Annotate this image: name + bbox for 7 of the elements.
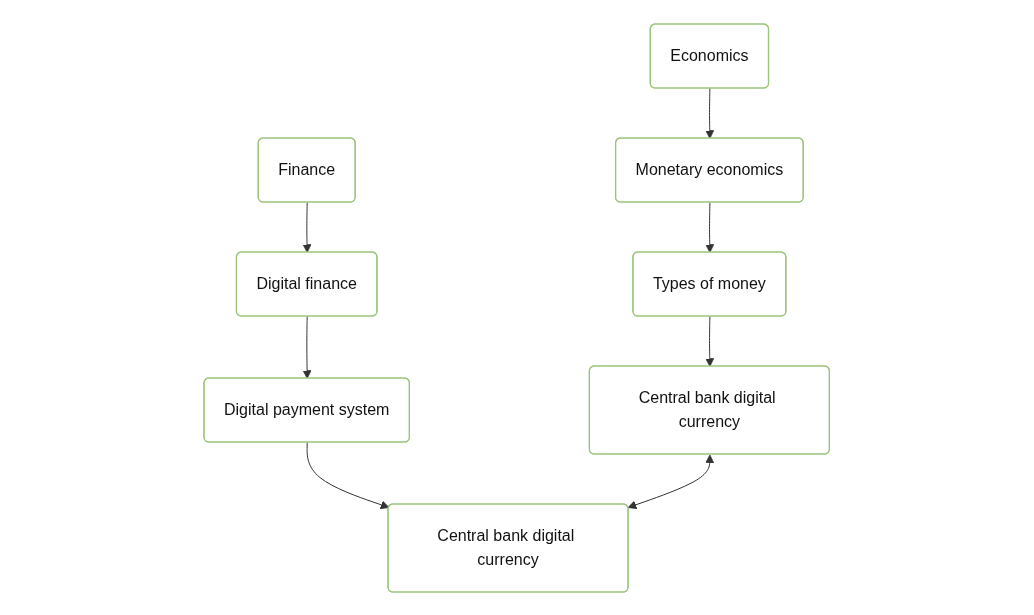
arrow: [303, 315, 312, 379]
arrow: [306, 441, 390, 509]
arrow: [705, 201, 715, 253]
arrow: [628, 454, 715, 509]
arrow: [705, 315, 715, 367]
arrow: [705, 87, 715, 139]
arrow: [302, 201, 312, 253]
